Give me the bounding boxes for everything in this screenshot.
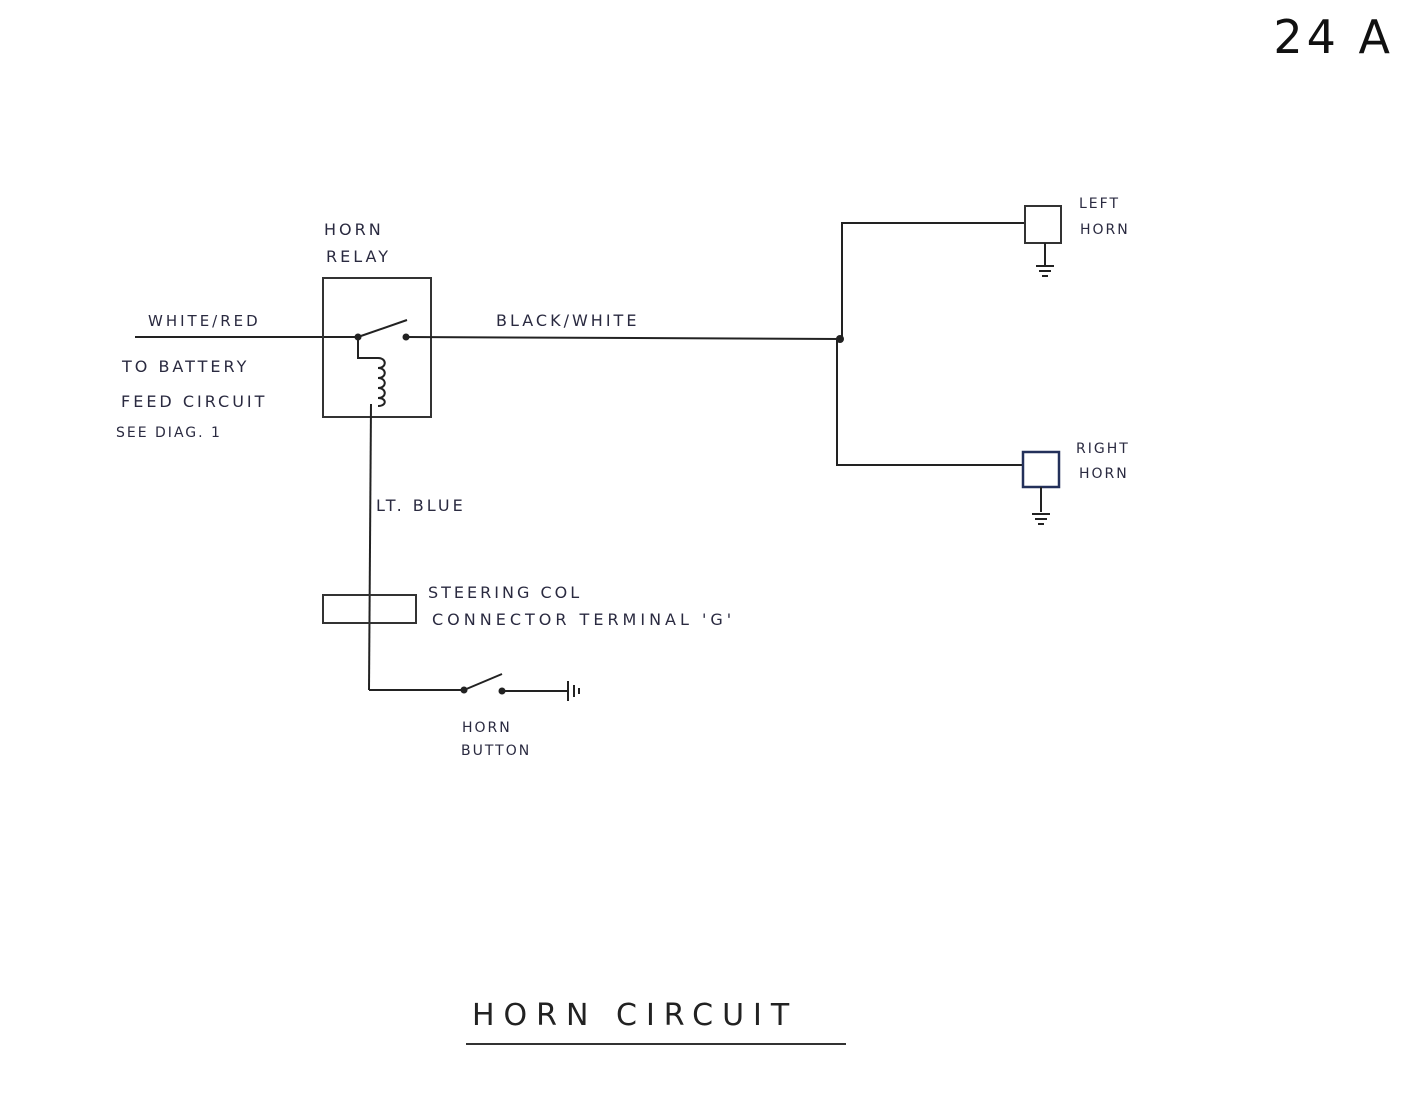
- relay-coil-lead: [357, 337, 378, 359]
- right-horn-icon: [1021, 450, 1061, 489]
- white-red-wire-label: WHITE/RED: [148, 312, 261, 330]
- left-horn-branch: [841, 222, 1025, 339]
- relay-switch-arm: [357, 319, 408, 338]
- title-underline: [466, 1043, 846, 1045]
- black-white-wire-label: BLACK/WHITE: [496, 311, 640, 330]
- right-horn-ground-icon: [1032, 513, 1050, 525]
- horn-relay-box: [322, 277, 432, 418]
- horn-button-switch-arm: [463, 673, 503, 691]
- horn-relay-label-line2: RELAY: [326, 247, 391, 266]
- steering-column-connector: [322, 594, 417, 624]
- connector-label-line1: STEERING COL: [428, 583, 583, 602]
- left-horn-label-line1: LEFT: [1079, 196, 1121, 212]
- right-horn-label-line1: RIGHT: [1076, 441, 1130, 457]
- left-horn-icon: [1024, 205, 1062, 244]
- lt-blue-wire-label: LT. BLUE: [376, 496, 466, 515]
- battery-note-line2: FEED CIRCUIT: [121, 392, 268, 411]
- connector-label-line2: CONNECTOR TERMINAL 'G': [432, 610, 736, 629]
- horn-button-ground-icon: [567, 681, 580, 701]
- diagram-title: HORN CIRCUIT: [472, 998, 799, 1033]
- left-horn-label-line2: HORN: [1080, 222, 1130, 238]
- black-white-wire: [405, 336, 841, 340]
- horn-button-label-line2: BUTTON: [461, 743, 532, 759]
- battery-note-line3: SEE DIAG. 1: [116, 425, 222, 441]
- page-number: 24 A: [1273, 10, 1394, 64]
- relay-coil-icon: [377, 357, 386, 407]
- left-horn-ground-icon: [1036, 265, 1054, 277]
- lt-blue-wire: [368, 403, 372, 691]
- battery-note-line1: TO BATTERY: [122, 357, 250, 376]
- right-horn-label-line2: HORN: [1079, 466, 1129, 482]
- horn-relay-label-line1: HORN: [324, 220, 384, 239]
- right-horn-branch: [836, 339, 1023, 466]
- horn-button-label-line1: HORN: [462, 720, 512, 736]
